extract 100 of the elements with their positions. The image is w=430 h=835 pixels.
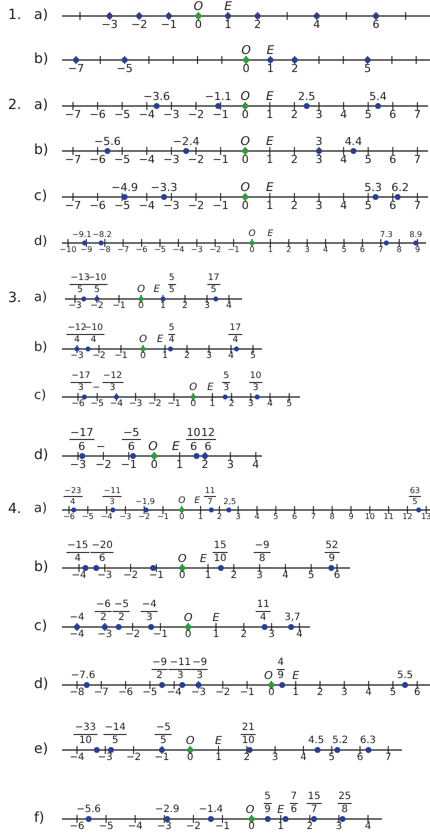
tick-label: −1 [153, 630, 168, 640]
tick-label: 4 [365, 688, 372, 698]
fraction-numerator: −12 [66, 324, 88, 335]
tick-label: 5 [364, 109, 372, 120]
tick-label: −4 [70, 630, 84, 640]
origin-label: O [248, 230, 256, 239]
tick-label: 2 [291, 63, 298, 74]
fraction-numerator: 5 [168, 274, 176, 285]
fraction-numerator: 10 [186, 427, 202, 440]
point-label: −5.6 [76, 805, 101, 815]
tick-label: −3 [70, 352, 84, 361]
problem-number: 3. [8, 291, 22, 305]
tick-label: 6 [389, 200, 396, 211]
tick-label: 4 [340, 109, 348, 120]
fraction-numerator: −23 [63, 487, 82, 497]
tick-label: −9 [80, 246, 92, 254]
fraction-denominator: 5 [412, 497, 418, 506]
fraction-numerator: 5 [168, 324, 176, 335]
fraction-denominator: 6 [99, 553, 106, 564]
fraction-numerator: 10 [248, 372, 262, 383]
tick-label: −2 [131, 19, 148, 30]
fraction-denominator: 5 [112, 735, 118, 746]
origin-label: O [194, 0, 204, 12]
tick-label: −1 [157, 513, 169, 521]
part-letter: d) [34, 448, 48, 462]
fraction-denominator: 10 [79, 735, 92, 746]
fraction-numerator: −11 [168, 658, 192, 670]
tick-label: −1 [120, 459, 137, 470]
tick-label: −3 [191, 688, 206, 698]
tick-label: −5 [82, 513, 94, 521]
point-label: 7.3 [380, 231, 393, 239]
origin-label: O [189, 383, 198, 393]
tick-label: −1 [149, 571, 164, 581]
tick-label: −1 [114, 352, 128, 361]
tick-label: 3 [226, 459, 234, 470]
fraction-numerator: −33 [74, 723, 98, 735]
tick-label: −6 [71, 400, 85, 409]
tick-label: −4 [138, 200, 155, 211]
fraction-denominator: 10 [242, 735, 255, 746]
point-label: 8.9 [409, 231, 422, 239]
fraction-denominator: 4 [70, 497, 76, 506]
origin-label: O [186, 735, 195, 746]
point-label: −3.6 [143, 91, 170, 102]
fraction-numerator: −9 [254, 541, 271, 553]
fraction-numerator: 17 [228, 324, 242, 335]
unit-point-label: E [154, 285, 160, 295]
tick-label: −1 [154, 753, 170, 763]
fraction-denominator: 3 [146, 612, 152, 623]
point-label: −2.4 [172, 136, 200, 147]
origin-label: O [178, 553, 187, 564]
fraction-denominator: 4 [260, 612, 266, 623]
tick-label: −4 [172, 246, 184, 254]
tick-label: 2 [240, 630, 247, 640]
origin-label: O [264, 670, 273, 681]
fraction-numerator: −5 [122, 427, 140, 440]
tick-label: 0 [150, 459, 158, 470]
point-label: −1.1 [204, 91, 232, 102]
problem-number: 2. [8, 98, 22, 112]
fraction-numerator: −17 [70, 372, 92, 383]
fraction-denominator: 6 [78, 440, 86, 452]
tick-label: −4 [138, 154, 155, 165]
fraction-denominator: 6 [190, 440, 198, 452]
tick-label: 4 [340, 154, 348, 165]
tick-label: 2 [290, 200, 298, 211]
tick-label: −6 [70, 822, 84, 832]
part-letter: c) [34, 619, 48, 633]
tick-label: 2 [254, 19, 262, 30]
tick-label: 6 [334, 571, 340, 581]
tick-label: 1 [278, 822, 284, 832]
tick-label: 12 [402, 513, 412, 521]
tick-label: 5 [364, 200, 372, 211]
tick-label: −4 [110, 400, 124, 409]
tick-label: −4 [100, 513, 112, 521]
tick-label: −7 [64, 109, 82, 120]
tick-label: 10 [364, 513, 375, 521]
fraction-denominator: 2 [100, 612, 107, 623]
origin-label: O [139, 335, 147, 345]
fraction-numerator: −4 [140, 600, 158, 612]
tick-label: 4 [313, 19, 320, 30]
point-label: −3.3 [150, 182, 178, 193]
point-label: 5.4 [369, 91, 387, 102]
fraction-numerator: −12 [102, 372, 124, 383]
tick-label: −3 [156, 822, 172, 832]
unit-point-label: E [172, 440, 180, 452]
tick-label: −2 [95, 459, 112, 470]
tick-label: −8 [70, 688, 84, 698]
part-letter: e) [34, 742, 48, 756]
fraction-numerator: 5 [263, 792, 272, 804]
tick-label: −1 [160, 19, 177, 30]
tick-label: −3 [128, 400, 142, 409]
tick-label: −8 [98, 246, 111, 254]
tick-label: 0 [242, 154, 249, 165]
unit-point-label: E [266, 181, 274, 193]
fraction-denominator: 4 [232, 335, 238, 345]
tick-label: 0 [187, 753, 194, 763]
point-label: −4 [70, 613, 84, 623]
unit-point-label: E [266, 44, 274, 56]
point-label: 4.5 [308, 736, 324, 746]
tick-label: −4 [70, 753, 84, 763]
tick-label: −4 [138, 109, 155, 120]
